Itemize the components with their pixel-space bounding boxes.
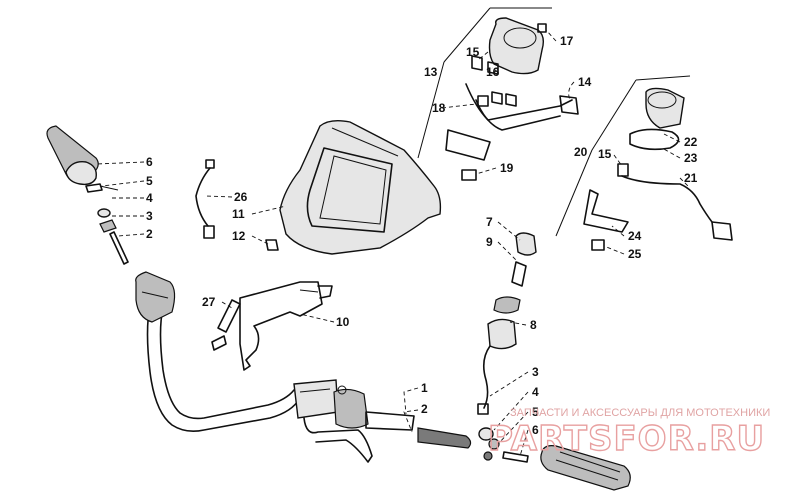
callout-24: 24 xyxy=(628,229,642,243)
callout-16: 16 xyxy=(486,65,500,79)
right-end-weight-parts xyxy=(478,427,529,463)
callout-20: 20 xyxy=(574,145,588,159)
callout-5-left: 5 xyxy=(146,174,153,188)
mount-bracket-10 xyxy=(239,281,333,371)
callout-3-right: 3 xyxy=(532,365,539,379)
callout-27: 27 xyxy=(202,295,216,309)
callout-labels: 6 5 4 3 2 26 11 12 27 10 1 2 3 4 5 6 7 9… xyxy=(146,34,698,437)
right-grip-tube xyxy=(417,427,472,449)
callout-7: 7 xyxy=(486,215,493,229)
screw-12 xyxy=(265,239,279,251)
callout-9: 9 xyxy=(486,235,493,249)
callout-6-right: 6 xyxy=(532,423,539,437)
group-frame-20 xyxy=(555,75,691,237)
callout-3-left: 3 xyxy=(146,209,153,223)
callout-21: 21 xyxy=(684,171,698,185)
brake-master-cylinder xyxy=(293,379,373,463)
callout-19: 19 xyxy=(500,161,514,175)
left-grip xyxy=(46,125,99,186)
callout-2-right: 2 xyxy=(421,402,428,416)
handlebar xyxy=(135,271,301,432)
group-frame-13 xyxy=(417,7,552,159)
callout-18: 18 xyxy=(432,101,446,115)
callout-26: 26 xyxy=(234,190,248,204)
callout-4-right: 4 xyxy=(532,385,539,399)
watermark: ЗАПЧАСТИ И АКСЕССУАРЫ ДЛЯ МОТОТЕХНИКИ PA… xyxy=(487,407,770,460)
part-27 xyxy=(211,299,241,351)
callout-1: 1 xyxy=(421,381,428,395)
watermark-logo: PARTSFOR.RU xyxy=(488,419,765,459)
speedometer-assembly xyxy=(445,17,579,181)
cable-26 xyxy=(195,159,215,239)
callout-2-left: 2 xyxy=(146,227,153,241)
watermark-tagline: ЗАПЧАСТИ И АКСЕССУАРЫ ДЛЯ МОТОТЕХНИКИ xyxy=(510,407,770,419)
callout-5-right: 5 xyxy=(532,405,539,419)
leader-lines xyxy=(95,29,689,457)
callout-15-right: 15 xyxy=(598,147,612,161)
callout-10: 10 xyxy=(336,315,350,329)
callout-15-top: 15 xyxy=(466,45,480,59)
callout-6-left: 6 xyxy=(146,155,153,169)
left-end-weight-parts xyxy=(85,183,129,265)
callout-13: 13 xyxy=(424,65,438,79)
callout-8: 8 xyxy=(530,318,537,332)
callout-17: 17 xyxy=(560,34,574,48)
callout-12: 12 xyxy=(232,229,246,243)
right-grip xyxy=(540,445,631,491)
throttle-tube xyxy=(365,411,415,431)
callout-4-left: 4 xyxy=(146,191,153,205)
tachometer-assembly xyxy=(583,87,733,251)
ignition-switch xyxy=(477,232,537,415)
callout-14: 14 xyxy=(578,75,592,89)
callout-25: 25 xyxy=(628,247,642,261)
callout-23: 23 xyxy=(684,151,698,165)
hood-pod xyxy=(279,119,442,255)
callout-22: 22 xyxy=(684,135,698,149)
callout-11: 11 xyxy=(232,207,245,221)
